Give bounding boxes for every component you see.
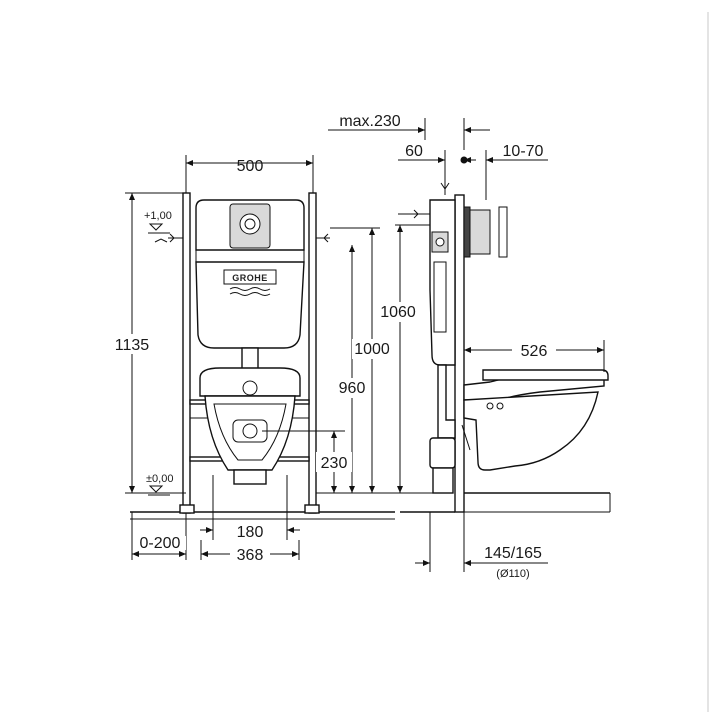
- cistern-body: [195, 261, 305, 349]
- grohe-logo-text: GROHE: [232, 273, 268, 283]
- water-inlet-right: [316, 233, 330, 243]
- wc-bowl-side: [463, 391, 599, 471]
- level-top-label: +1,00: [144, 210, 172, 222]
- dim-500: 500: [237, 158, 264, 175]
- dim-145-165: 145/165: [484, 545, 542, 562]
- level-floor-marker: [148, 485, 170, 496]
- frame-left-foot: [179, 504, 195, 514]
- frame-right-foot: [304, 504, 320, 514]
- front-view: GROHE 500 1135 +1,00 ±0,00: [111, 155, 400, 564]
- dim-max-230: max.230: [339, 113, 400, 130]
- drain-bend: [429, 437, 456, 469]
- frame-right-upright: [308, 192, 317, 514]
- flush-pipe: [241, 347, 259, 371]
- level-top-marker: [148, 223, 170, 234]
- wc-lid-side: [482, 369, 609, 381]
- dim-1135: 1135: [115, 337, 150, 354]
- outlet-pipe-circle: [242, 380, 258, 396]
- wc-bowl-base: [233, 469, 267, 485]
- frame-left-upright: [182, 192, 191, 514]
- dim-526: 526: [521, 343, 548, 360]
- dim-pipe-diameter: (Ø110): [496, 568, 529, 580]
- dim-10-70: 10-70: [503, 143, 544, 160]
- wc-seat-front: [199, 367, 301, 397]
- flush-plate-side: [463, 206, 471, 258]
- level-floor-label: ±0,00: [146, 473, 173, 485]
- water-inlet-left: [168, 233, 183, 243]
- dim-60: 60: [405, 143, 423, 160]
- dim-180: 180: [237, 524, 264, 541]
- side-frame-upright: [454, 194, 465, 513]
- dim-960: 960: [339, 380, 366, 397]
- dim-1060: 1060: [380, 304, 416, 321]
- flush-button-icon: [239, 213, 261, 235]
- grohe-logo: [223, 269, 277, 285]
- drain-pipe: [432, 467, 454, 494]
- flush-pipe-side: [437, 364, 456, 439]
- water-inlet-side: [398, 209, 430, 219]
- side-view: max.230 60 10-70 1060 526 145/165 (Ø110): [328, 113, 611, 580]
- dim-0-200: 0-200: [140, 535, 181, 552]
- wc-bowl-front: [204, 395, 296, 471]
- dim-368: 368: [237, 547, 264, 564]
- dim-230: 230: [321, 455, 348, 472]
- dim-1000: 1000: [354, 341, 390, 358]
